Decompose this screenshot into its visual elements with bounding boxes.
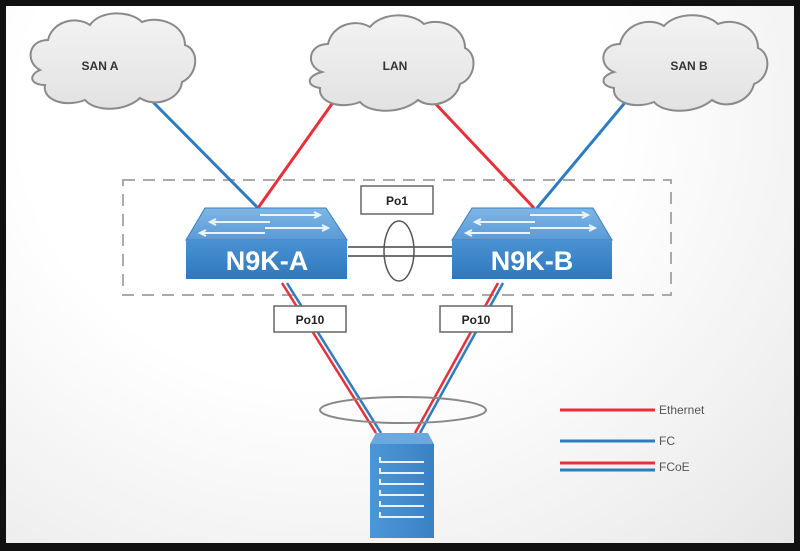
po10-a-label: Po10	[296, 313, 325, 327]
po1-label-box: Po1	[360, 185, 434, 215]
switch-label-n9k-b: N9K-B	[491, 246, 574, 276]
cloud-lan: LAN	[308, 14, 475, 112]
link-sanb-n9kb-fc	[535, 98, 630, 209]
switch-a-arrows-icon	[197, 211, 331, 237]
legend: Ethernet FC FCoE	[560, 403, 705, 474]
po10-a-label-box: Po10	[273, 305, 347, 333]
legend-item-fcoe: FCoE	[560, 460, 690, 474]
cloud-label-lan: LAN	[383, 59, 408, 73]
switch-n9k-a: N9K-A	[185, 207, 348, 279]
link-sana-n9ka-fc	[147, 96, 260, 210]
link-lan-n9kb-ethernet	[430, 98, 536, 210]
vpc-domain-box	[122, 179, 672, 296]
cloud-san-a: SAN A	[29, 12, 197, 110]
switch-b-arrows-icon	[463, 211, 598, 237]
vpc-bundle-ellipse	[319, 396, 487, 424]
po1-label: Po1	[386, 194, 408, 208]
legend-label-fcoe: FCoE	[659, 460, 690, 474]
po10-b-label-box: Po10	[439, 305, 513, 333]
po10-b-label: Po10	[462, 313, 491, 327]
cloud-label-san-b: SAN B	[670, 59, 708, 73]
legend-item-ethernet: Ethernet	[560, 403, 705, 417]
server-icon	[370, 433, 434, 538]
switch-label-n9k-a: N9K-A	[226, 246, 309, 276]
switch-n9k-b: N9K-B	[451, 207, 613, 279]
cloud-label-san-a: SAN A	[82, 59, 119, 73]
cloud-san-b: SAN B	[602, 14, 769, 112]
legend-item-fc: FC	[560, 434, 675, 448]
legend-label-ethernet: Ethernet	[659, 403, 705, 417]
link-lan-n9ka-ethernet	[256, 100, 336, 209]
legend-label-fc: FC	[659, 434, 675, 448]
po1-bundle-ellipse	[383, 220, 415, 282]
